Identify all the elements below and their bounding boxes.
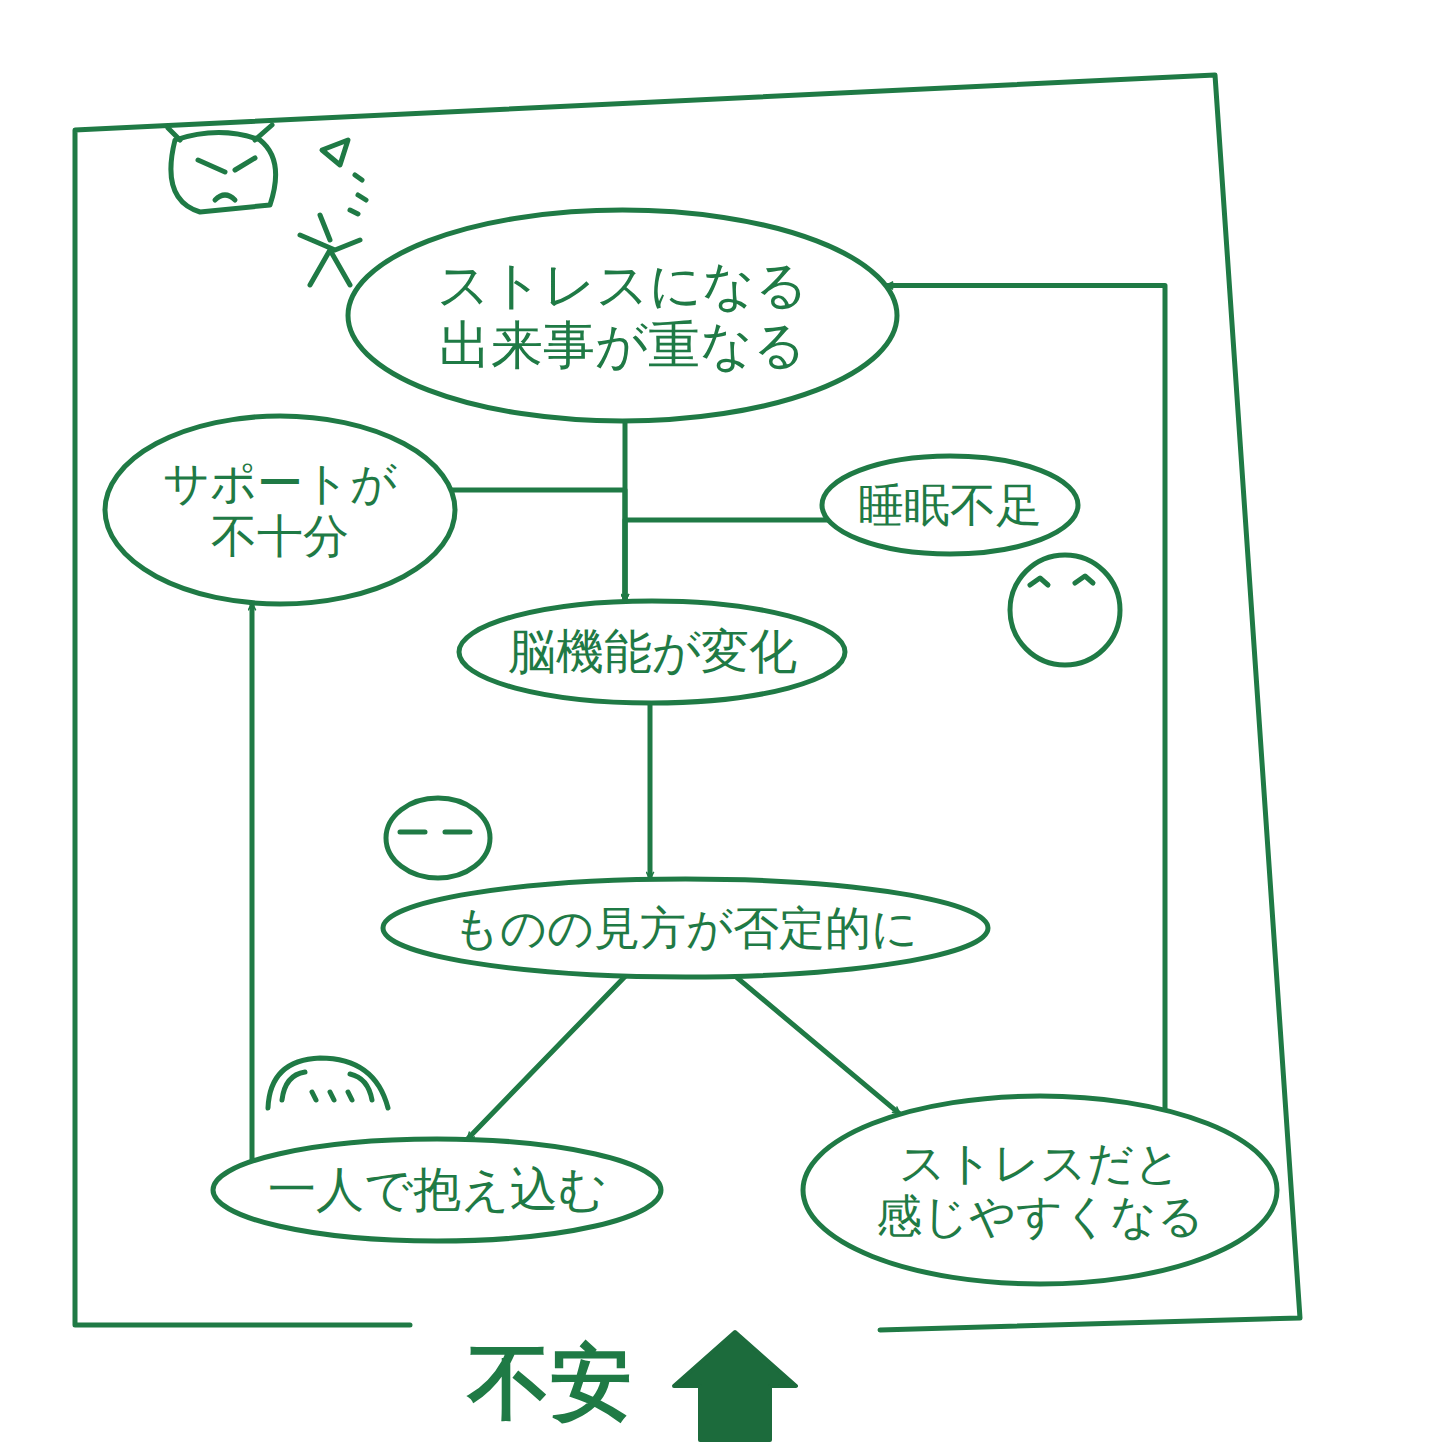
arrow-connector [625,520,828,602]
ellipse-node: ものの見方が否定的に [380,876,991,980]
node-text: 睡眠不足 [858,479,1042,532]
node-text: ストレスだと 感じやすくなる [860,1137,1220,1243]
outer-frame [75,75,1300,1330]
sleepy-face-doodle [1010,555,1120,665]
ellipse-node: ストレスだと 感じやすくなる [800,1093,1280,1287]
arrow-connector [250,603,255,1161]
node-text: 脳機能が変化 [508,624,797,679]
arrow-connector [451,490,625,602]
angry-face-doodle [168,125,276,212]
arrow-connector [648,703,653,879]
node-text: ストレスになる 出来事が重なる [413,256,833,376]
ellipse-node: 一人で抱え込む [210,1136,664,1244]
note-label: 不安 [468,1338,632,1428]
node-text: ものの見方が否定的に [453,902,918,955]
ellipse-node: 脳機能が変化 [456,598,848,706]
ellipse-node: ストレスになる 出来事が重なる [345,207,900,424]
flat-face-doodle [386,798,490,878]
ellipse-node: サポートが 不十分 [102,413,458,607]
node-text: サポートが 不十分 [150,457,410,563]
worried-face-doodle [268,1058,388,1108]
node-text: 一人で抱え込む [268,1162,607,1217]
arrow-connector [886,286,1165,1111]
up-arrow-symbol [674,1332,796,1440]
ellipse-node: 睡眠不足 [819,453,1081,557]
arrow-connector [467,976,626,1140]
stick-figure-doodle [300,140,366,285]
arrow-connector [736,976,901,1114]
